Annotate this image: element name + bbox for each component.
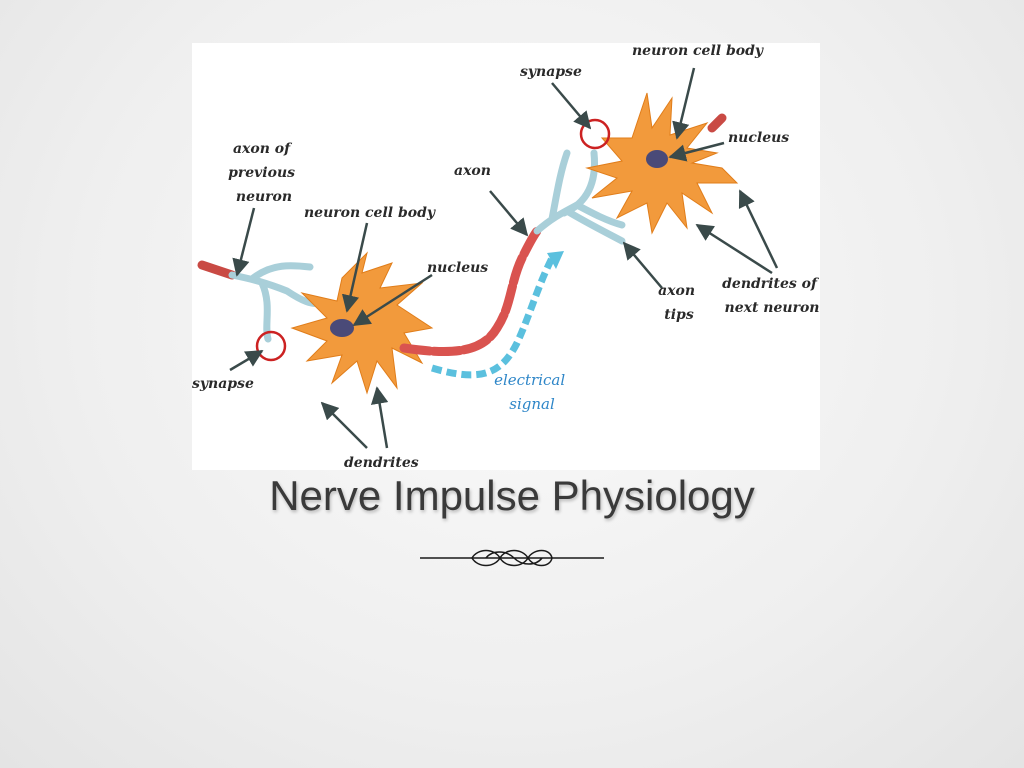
label-axon-of-previous-neuron: axon of previous neuron: [228, 141, 300, 205]
neuron-diagram-svg: axon of previous neuron neuron cell body…: [192, 43, 820, 470]
label-dendrites: dendrites: [344, 455, 419, 470]
electrical-signal-arrow: [430, 251, 564, 379]
previous-axon-terminal: [197, 260, 324, 343]
label-electrical-signal: electrical signal: [494, 371, 570, 413]
label-dendrites-of-next-neuron: dendrites of next neuron: [722, 276, 820, 316]
axon: [399, 226, 542, 356]
pointer-arrows: [229, 67, 779, 449]
ornament-divider: [420, 549, 604, 567]
synapse-circle-left: [255, 330, 287, 362]
label-neuron-cell-body-right: neuron cell body: [632, 43, 764, 59]
label-axon: axon: [454, 163, 491, 179]
label-nucleus-left: nucleus: [427, 260, 488, 276]
label-neuron-cell-body-left: neuron cell body: [304, 205, 436, 221]
neuron-diagram: axon of previous neuron neuron cell body…: [192, 43, 820, 470]
right-axon-tips: [533, 149, 626, 245]
label-synapse-right: synapse: [520, 64, 582, 80]
left-neuron-cell-body: [290, 251, 434, 395]
label-synapse-left: synapse: [192, 376, 254, 392]
label-axon-tips: axon tips: [658, 283, 700, 323]
synapse-circle-right: [579, 118, 611, 150]
right-neuron-cell-body: [585, 92, 739, 235]
label-nucleus-right: nucleus: [728, 130, 789, 146]
slide-title: Nerve Impulse Physiology: [269, 472, 755, 519]
